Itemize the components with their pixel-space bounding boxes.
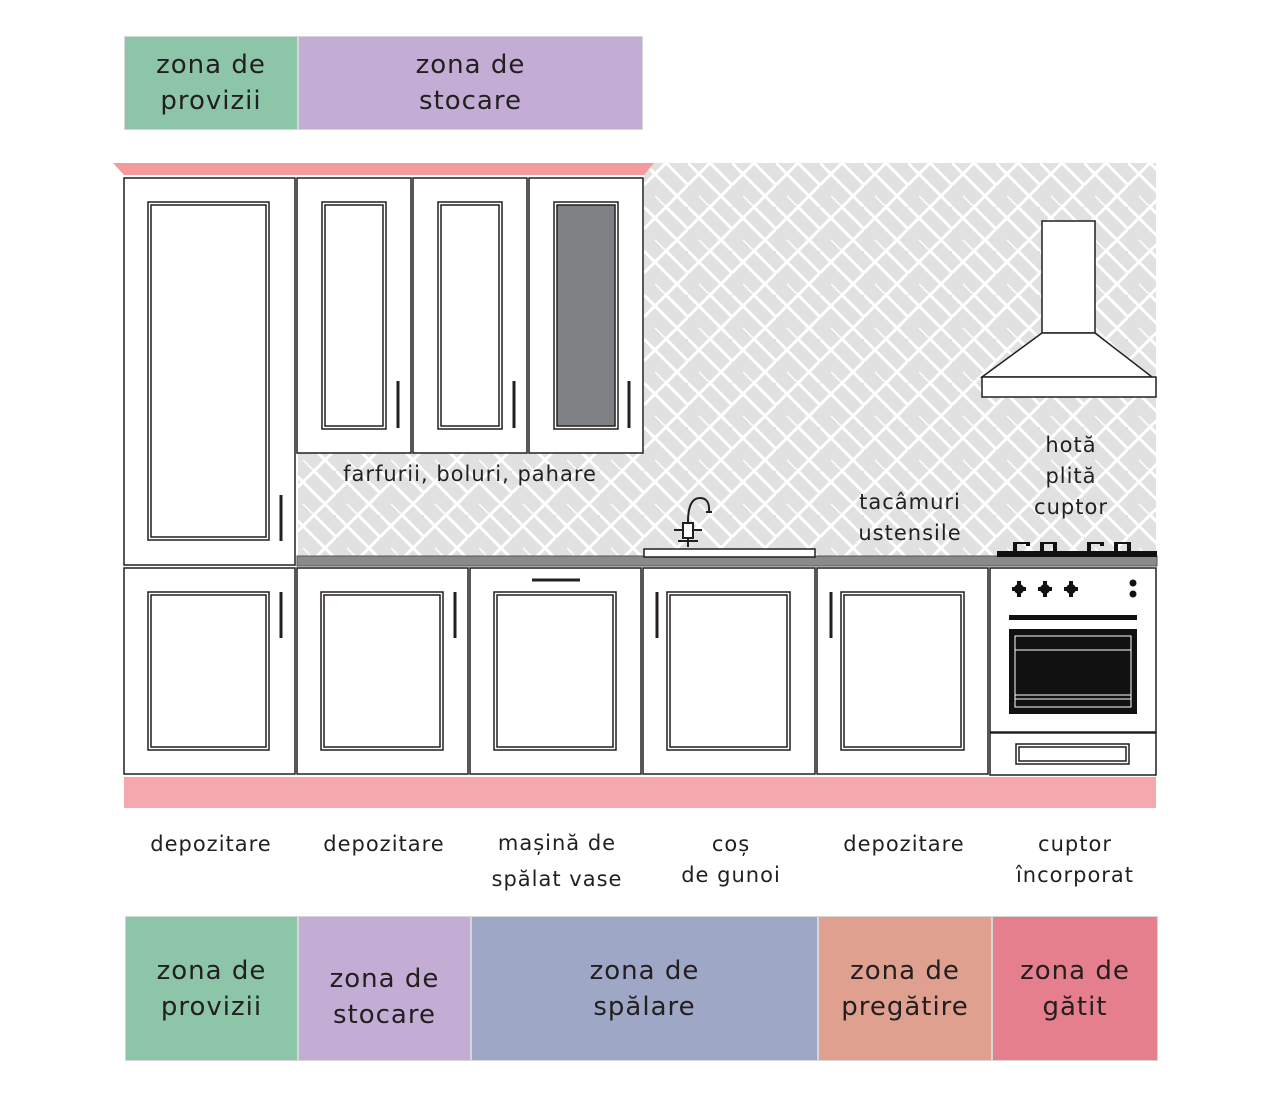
plinth — [124, 777, 1156, 808]
base-cabinet-drawer — [816, 567, 989, 775]
top-zone-stocare: zona de stocare — [298, 36, 643, 130]
bottom-zone-pregatire: zona de pregătire — [818, 916, 992, 1061]
bottom-zone-spalare: zona de spălare — [471, 916, 818, 1061]
cabinet-label-2: depozitare — [323, 832, 445, 856]
upper-cabinets-label: farfurii, boluri, pahare — [343, 462, 597, 486]
oven-controls — [1009, 579, 1137, 714]
cabinet-label-3: mașină de spălat vase — [491, 831, 623, 891]
oven-window — [1009, 629, 1137, 714]
hob-icon — [997, 542, 1157, 557]
range-hood-icon — [979, 220, 1157, 398]
cabinet-label-6: cuptor încorporat — [1015, 832, 1135, 887]
bottom-zone-provizii: zona de provizii — [125, 916, 298, 1061]
cabinet-label-4: coș de gunoi — [681, 832, 781, 887]
drawer-label: tacâmuri ustensile — [858, 490, 962, 545]
tile-backsplash-lower — [298, 453, 644, 558]
top-zone-provizii: zona de provizii — [124, 36, 298, 130]
sink — [643, 548, 816, 558]
trash-cabinet — [642, 567, 816, 775]
wall-cabinet-2 — [412, 177, 528, 454]
cabinet-label-5: depozitare — [843, 832, 965, 856]
cornice — [113, 163, 654, 175]
bottom-zone-gatit: zona de gătit — [992, 916, 1158, 1061]
faucet-icon — [674, 496, 712, 547]
cabinet-label-1: depozitare — [150, 832, 272, 856]
stove-label: hotă plită cuptor — [1034, 433, 1108, 519]
bottom-zone-stocare: zona de stocare — [298, 916, 471, 1061]
wall-cabinet-1 — [296, 177, 412, 454]
